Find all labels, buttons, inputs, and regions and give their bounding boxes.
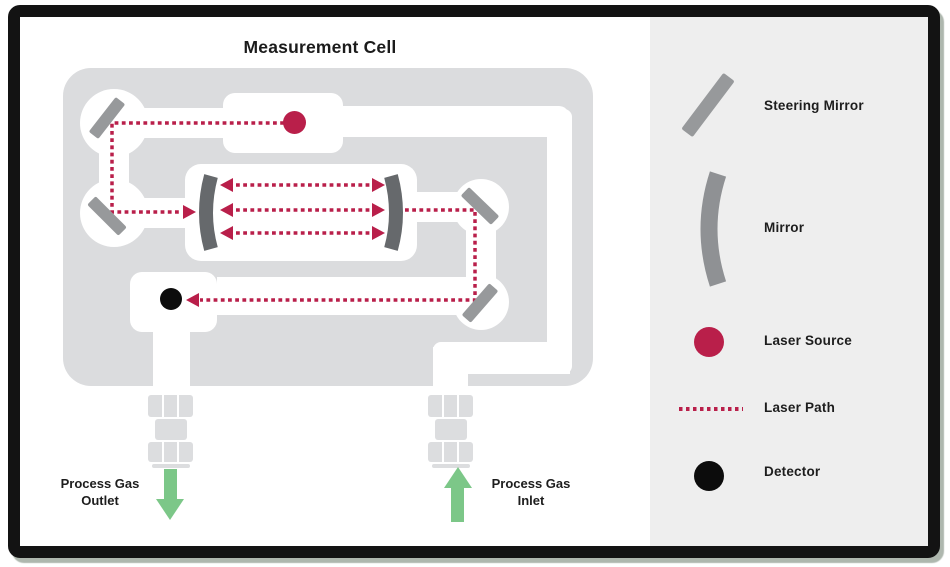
- legend-label: Mirror: [764, 220, 805, 235]
- steering-mirror-icon: [681, 72, 735, 138]
- detector-icon: [160, 288, 182, 310]
- beam-channel-to-right-mirror: [410, 192, 460, 222]
- legend-sidebar: Steering Mirror Mirror Laser Source Lase…: [650, 17, 928, 546]
- laser-path-cavity-to-detector: [200, 208, 477, 302]
- legend-label: Laser Path: [764, 400, 836, 415]
- legend-label: Steering Mirror: [764, 98, 864, 113]
- cavity-mirror-left: [199, 174, 218, 251]
- process-gas-inlet-label: Process Gas Inlet: [491, 476, 571, 508]
- diagram-title: Measurement Cell: [243, 37, 397, 57]
- measurement-cell-panel: Measurement Cell: [20, 17, 650, 546]
- laser-path-overlay: [110, 121, 477, 307]
- beam-channel-to-detector: [217, 277, 481, 315]
- laser-path-icon: [679, 407, 743, 411]
- mirror-icon: [700, 171, 727, 287]
- laser-source-icon: [283, 111, 306, 134]
- legend-label: Detector: [764, 464, 821, 479]
- gas-channel-top: [343, 106, 569, 137]
- laser-source-icon: [694, 327, 724, 357]
- inlet-pipe: [433, 347, 468, 395]
- process-gas-outlet-label: Process Gas Outlet: [60, 476, 140, 508]
- cavity-mirror-right: [384, 174, 403, 251]
- gas-channel-right: [547, 109, 572, 374]
- legend-label: Laser Source: [764, 333, 852, 348]
- outlet-pipe: [153, 329, 190, 395]
- laser-path-arrowheads: [183, 178, 385, 307]
- detector-icon: [694, 461, 724, 491]
- diagram-frame: Measurement Cell: [8, 5, 940, 558]
- laser-path-source-to-cavity: [110, 121, 284, 214]
